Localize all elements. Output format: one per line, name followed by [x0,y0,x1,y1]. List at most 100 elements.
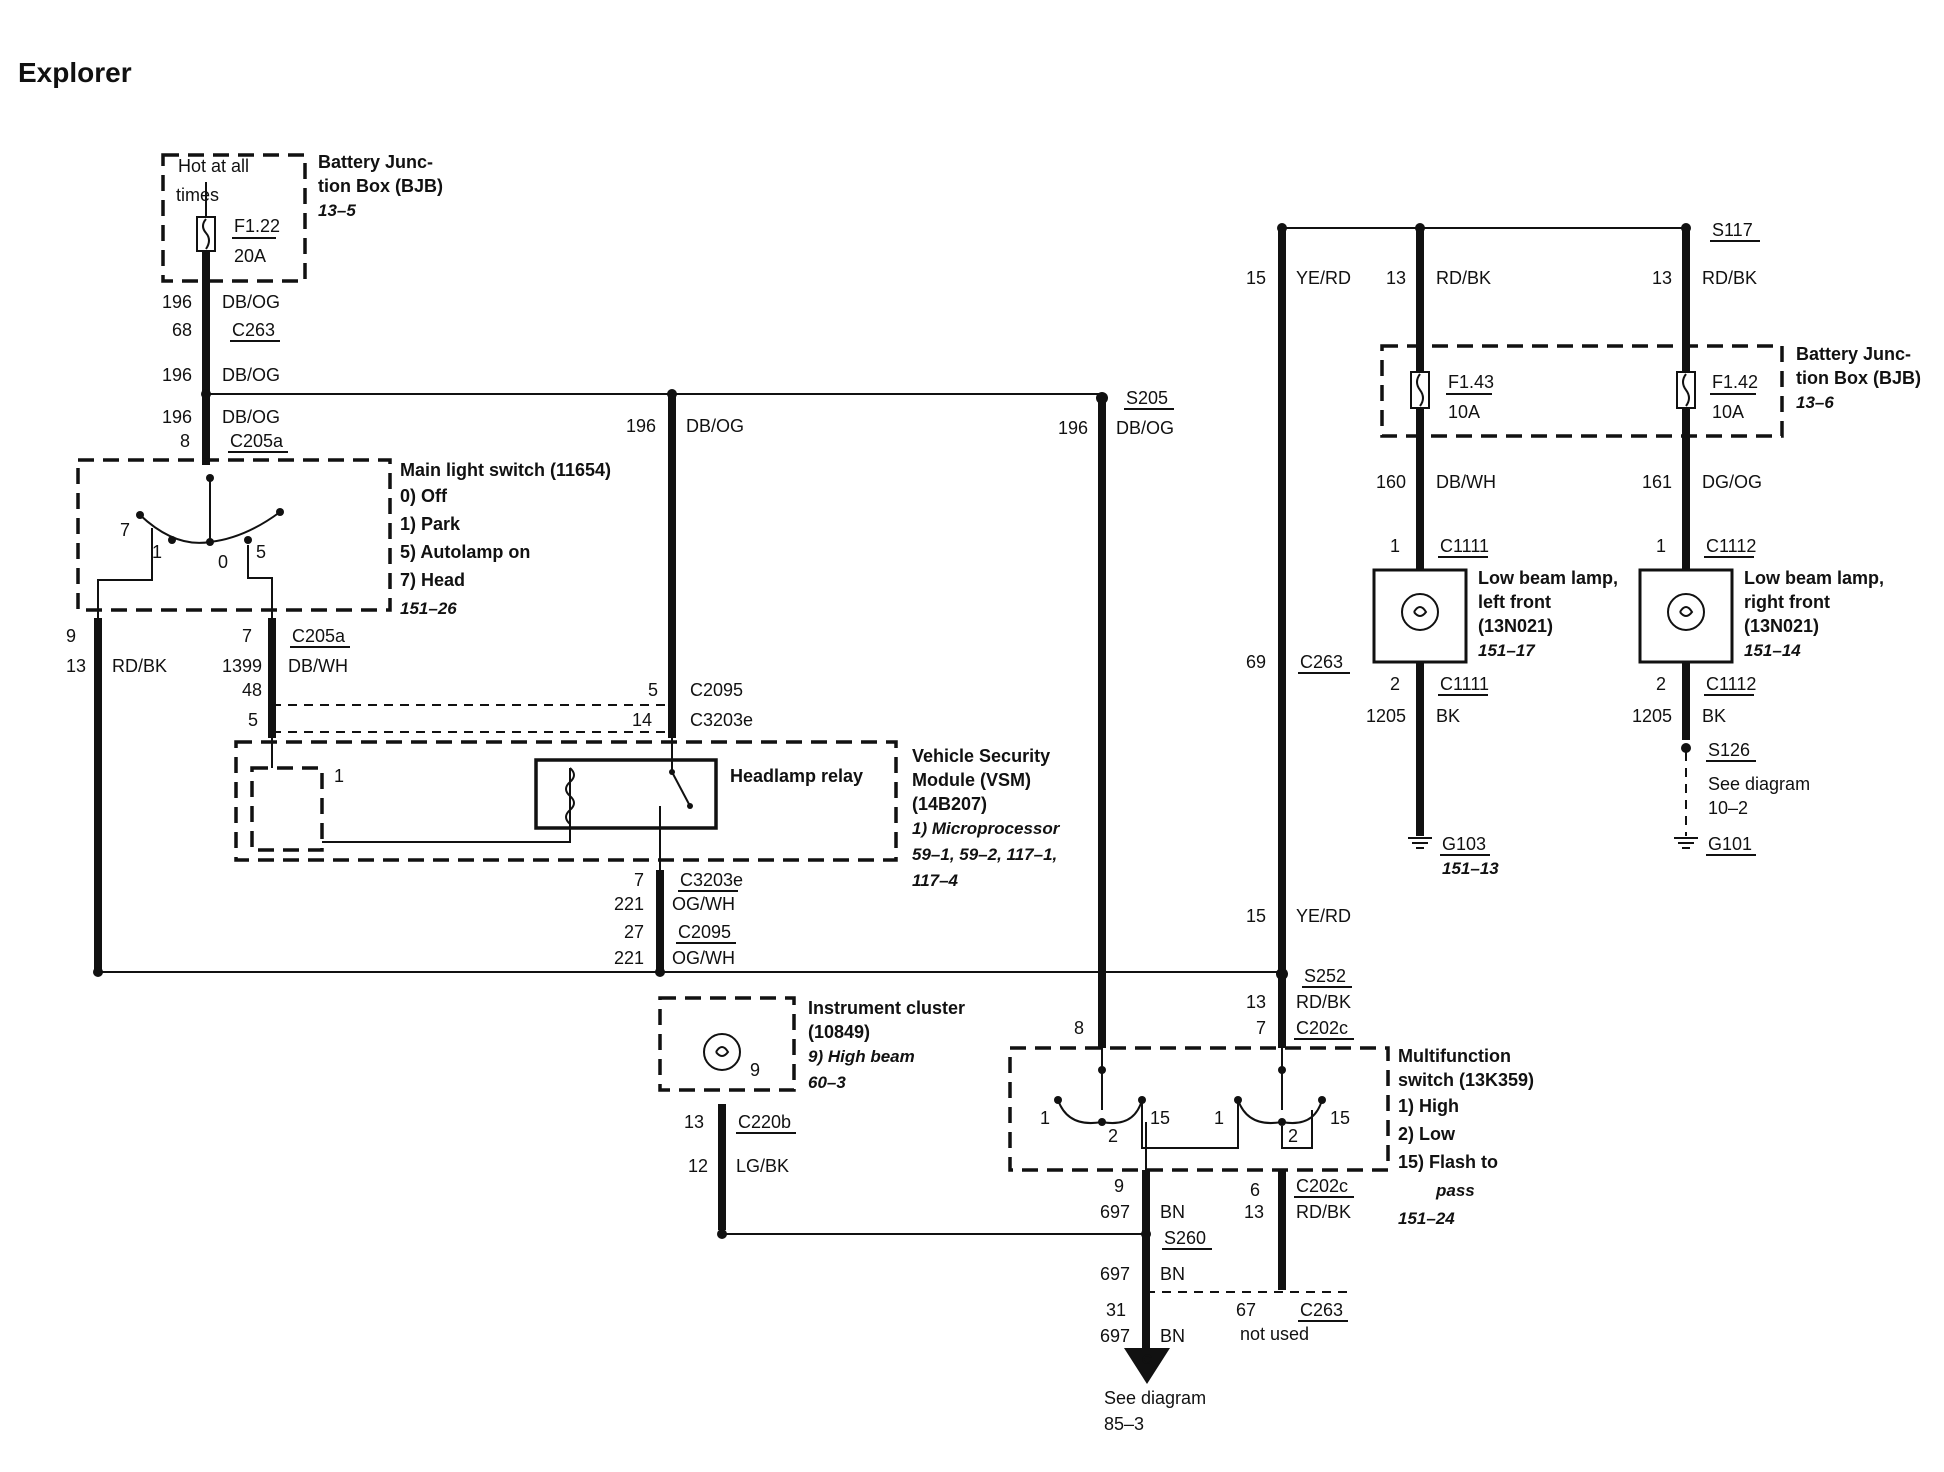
pin-69: 69 [1246,652,1266,672]
splice-s117: S117 [1712,220,1753,240]
wire-196-label: 196 [162,407,192,427]
lamp-left-name-3: (13N021) [1478,616,1553,636]
low-beam-lamp-right: Low beam lamp, right front (13N021) 151–… [1638,568,1884,664]
wire-196-label: 196 [162,365,192,385]
ground-g103-ref: 151–13 [1442,859,1499,878]
pin-7: 7 [1256,1018,1266,1038]
wire-1205-color: BK [1436,706,1460,726]
lamp-right-name-1: Low beam lamp, [1744,568,1884,588]
pin-5: 5 [248,710,258,730]
wire-196-color: DB/OG [222,365,280,385]
bjb-right-name-2: tion Box (BJB) [1796,368,1921,388]
connector-c2095: C2095 [678,922,731,942]
wire-13-color: RD/BK [1296,992,1351,1012]
wire-221-label: 221 [614,948,644,968]
see-diagram-ref: 10–2 [1708,798,1748,818]
pin-27: 27 [624,922,644,942]
see-diagram-label: See diagram [1104,1388,1206,1408]
connector-c1111: C1111 [1440,536,1489,556]
connector-c263: C263 [1300,652,1343,672]
wire-160-label: 160 [1376,472,1406,492]
page-title: Explorer [18,57,132,88]
wire-15-label: 15 [1246,906,1266,926]
connector-c202c: C202c [1296,1176,1348,1196]
fuse-f142-rating: 10A [1712,402,1744,422]
fuse-f122-rating: 20A [234,246,266,266]
wire-13-label: 13 [1246,992,1266,1012]
lamp-bulb-icon [1667,593,1705,631]
wire-13-label: 13 [1652,268,1672,288]
wire-196-color: DB/OG [222,407,280,427]
bjb-right: F1.43 10A F1.42 10A Battery Junc- tion B… [1380,344,1921,438]
mfs-pin-2: 2 [1288,1126,1298,1146]
fuse-f143-rating: 10A [1448,402,1480,422]
not-used-label: not used [1240,1324,1309,1344]
cluster-pin-9: 9 [750,1060,760,1080]
wire-196-label: 196 [626,416,656,436]
vsm-refs-2: 117–4 [912,871,959,890]
wire-221-color: OG/WH [672,894,735,914]
lamp-left-ref: 151–17 [1478,641,1536,660]
vsm-name-1: Vehicle Security [912,746,1050,766]
wire-196-label: 196 [162,292,192,312]
wire-196-label: 196 [1058,418,1088,438]
connector-c205a: C205a [292,626,346,646]
pin-13: 13 [684,1112,704,1132]
wire-13-label: 13 [66,656,86,676]
connector-c263: C263 [232,320,275,340]
mfs-pin-1: 1 [1040,1108,1050,1128]
connector-c220b: C220b [738,1112,791,1132]
connector-c1111: C1111 [1440,674,1489,694]
pin-14: 14 [632,710,652,730]
lamp-right-ref: 151–14 [1744,641,1801,660]
cluster-name-1: Instrument cluster [808,998,965,1018]
pin-8: 8 [180,431,190,451]
off-page-connector-icon: C [1124,1348,1170,1384]
pin-2: 2 [1656,674,1666,694]
wire-697-color: BN [1160,1202,1185,1222]
wire-12-label: 12 [688,1156,708,1176]
hot-label-1: Hot at all [178,156,249,176]
wire-697-color: BN [1160,1264,1185,1284]
switch-item-1: 1) Park [400,514,461,534]
pin-6: 6 [1250,1180,1260,1200]
see-diagram-label: See diagram [1708,774,1810,794]
cluster-ref: 60–3 [808,1073,846,1092]
pin-1: 1 [1656,536,1666,556]
switch-title: Main light switch (11654) [400,460,611,480]
mfs-pin-2: 2 [1108,1126,1118,1146]
switch-ref: 151–26 [400,599,457,618]
pin-48: 48 [242,680,262,700]
lamp-bulb-icon [1401,593,1439,631]
vsm-name-2: Module (VSM) [912,770,1031,790]
bjb-left-name-1: Battery Junc- [318,152,433,172]
wire-1399-label: 1399 [222,656,262,676]
switch-pin-0: 0 [218,552,228,572]
pin-2: 2 [1390,674,1400,694]
connector-c3203e: C3203e [680,870,743,890]
wire-12-color: LG/BK [736,1156,789,1176]
switch-pin-7: 7 [120,520,130,540]
main-light-switch: 7 1 0 5 Main light switch (11654) 0) Off… [76,458,611,618]
connector-c1112: C1112 [1706,536,1756,556]
wire-13-color: RD/BK [1702,268,1757,288]
bjb-left-ref: 13–5 [318,201,356,220]
headlamp-relay [534,758,718,830]
pin-67: 67 [1236,1300,1256,1320]
pin-68: 68 [172,320,192,340]
mfs-pin-1: 1 [1214,1108,1224,1128]
vehicle-security-module: 1 Headlamp relay Vehicle Security Module… [234,738,1061,890]
wire-13-color: RD/BK [1436,268,1491,288]
vsm-item-1: 1) Microprocessor [912,819,1061,838]
lamp-right-name-3: (13N021) [1744,616,1819,636]
ground-g103: G103 [1442,834,1486,854]
wire-196-color: DB/OG [222,292,280,312]
connector-c205a: C205a [230,431,284,451]
switch-pin-1: 1 [152,542,162,562]
bjb-left-name-2: tion Box (BJB) [318,176,443,196]
low-beam-lamp-left: Low beam lamp, left front (13N021) 151–1… [1372,568,1618,664]
splice-s205: S205 [1126,388,1168,408]
connector-c202c: C202c [1296,1018,1348,1038]
wire-13-color: RD/BK [112,656,167,676]
vsm-name-3: (14B207) [912,794,987,814]
